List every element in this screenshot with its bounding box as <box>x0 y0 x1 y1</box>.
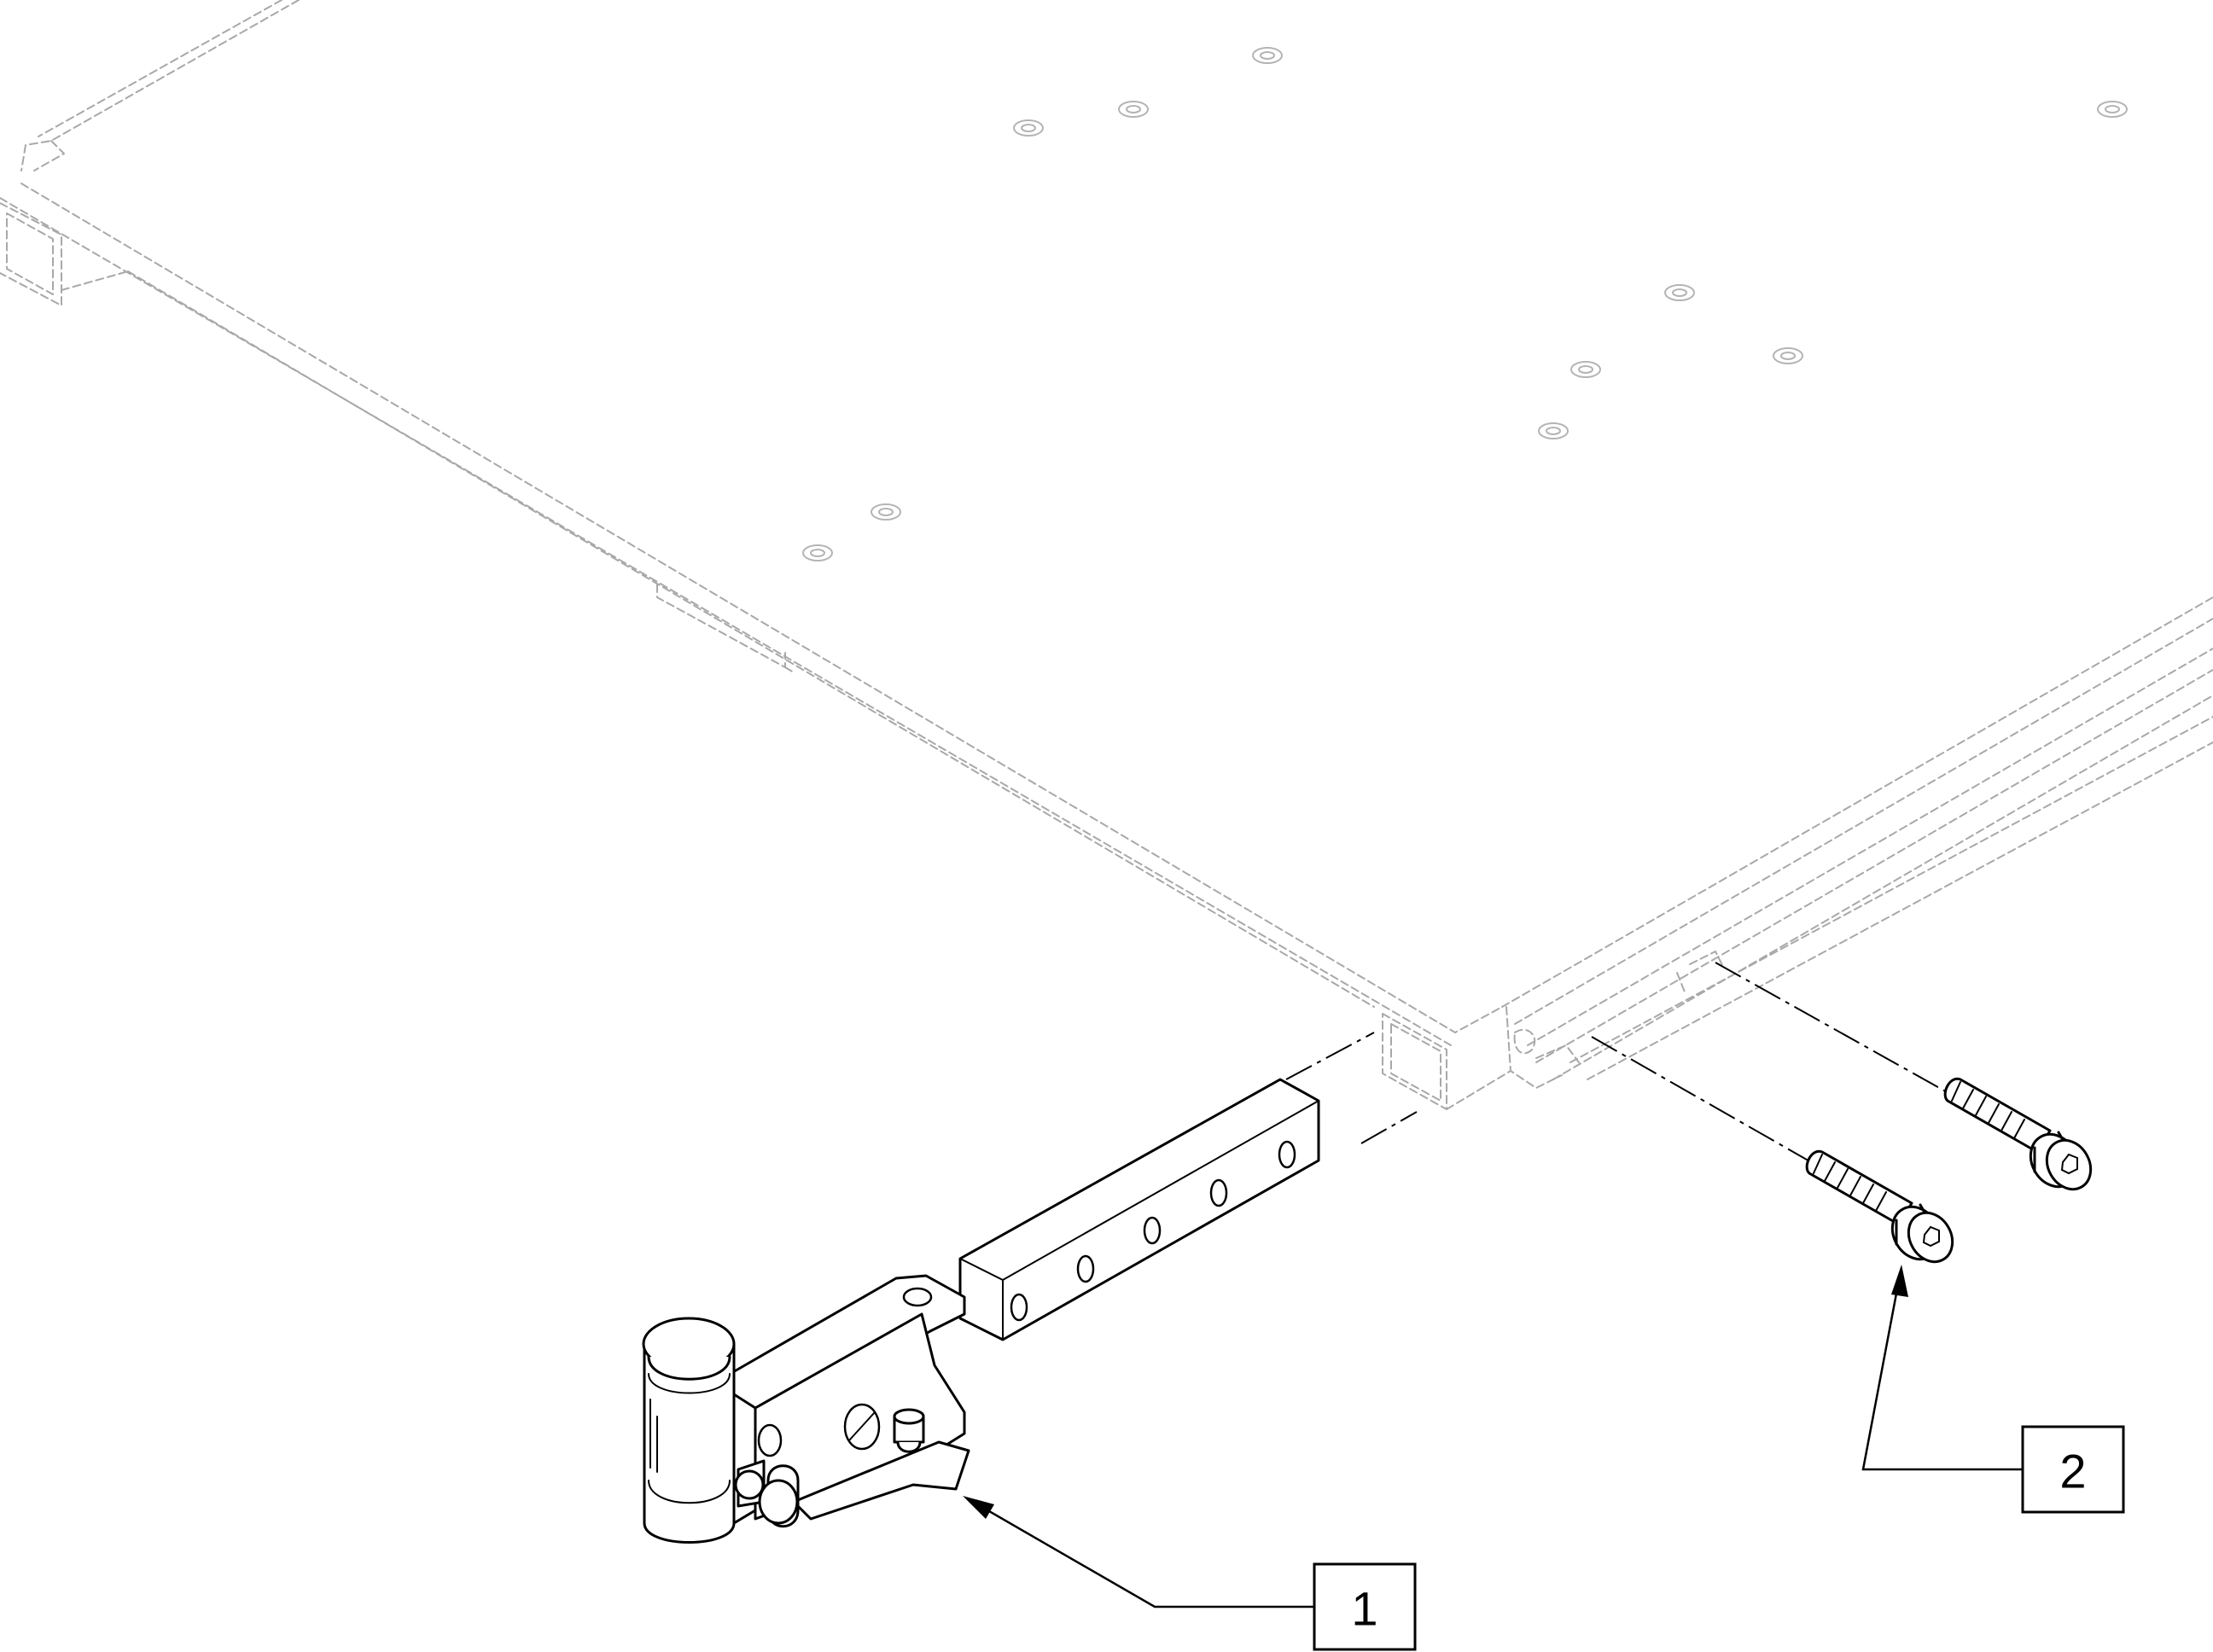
callout-1: 1 <box>963 1496 1417 1651</box>
adjustment-knob <box>734 1459 800 1528</box>
assembly-centerlines <box>1285 962 1951 1174</box>
arrowhead-icon <box>963 1496 994 1519</box>
tube-adjustment-holes <box>1010 1140 1296 1322</box>
seat-platform-phantom <box>0 0 2213 1110</box>
callout-1-box <box>1313 1562 1417 1651</box>
callout-2-label: 2 <box>2059 1445 2086 1498</box>
callout-1-label: 1 <box>1351 1582 1377 1636</box>
callout-2: 2 <box>1861 1265 2125 1514</box>
grease-fitting <box>893 1408 925 1453</box>
cap-screw-front <box>1805 1149 1954 1264</box>
callout-2-box <box>2021 1425 2125 1514</box>
cap-screw-rear <box>1943 1077 2093 1191</box>
pivot-pin <box>642 1317 736 1544</box>
extension-tube-bracket <box>642 1078 1320 1544</box>
arrowhead-icon <box>1891 1265 1908 1297</box>
